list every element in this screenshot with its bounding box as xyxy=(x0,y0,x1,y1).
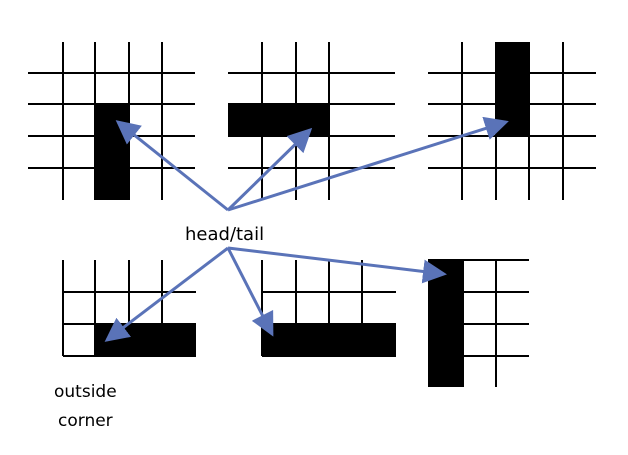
grid-panel-1 xyxy=(28,42,195,200)
grid-panel-6 xyxy=(428,259,529,387)
arrow-to-panel-3 xyxy=(227,116,509,212)
filled-cells-2 xyxy=(228,104,329,136)
filled-cells-1 xyxy=(95,104,129,200)
arrow-to-panel-5 xyxy=(226,247,274,337)
arrow-to-panel-2 xyxy=(226,127,313,212)
arrow-to-panel-6 xyxy=(227,246,447,284)
arrow-to-panel-1 xyxy=(115,120,229,212)
filled-cells-4 xyxy=(95,324,196,356)
grid-panel-3 xyxy=(428,42,596,200)
outside-corner-line-2: corner xyxy=(58,411,113,431)
grid-lines-6 xyxy=(428,259,529,387)
grid-panel-4 xyxy=(62,260,196,357)
filled-cells-3 xyxy=(496,42,529,136)
grid-lines-2 xyxy=(228,42,395,200)
grid-lines-5 xyxy=(261,260,396,357)
grid-panel-2 xyxy=(228,42,395,200)
arrow-to-panel-4 xyxy=(104,246,229,342)
outside-corner-line-1: outside xyxy=(54,382,117,402)
arrows xyxy=(104,116,509,342)
grid-panel-5 xyxy=(261,260,396,357)
head-tail-label: head/tail xyxy=(185,224,265,245)
outside-corner-label: outside corner xyxy=(54,378,117,436)
grid-lines-3 xyxy=(428,42,596,200)
